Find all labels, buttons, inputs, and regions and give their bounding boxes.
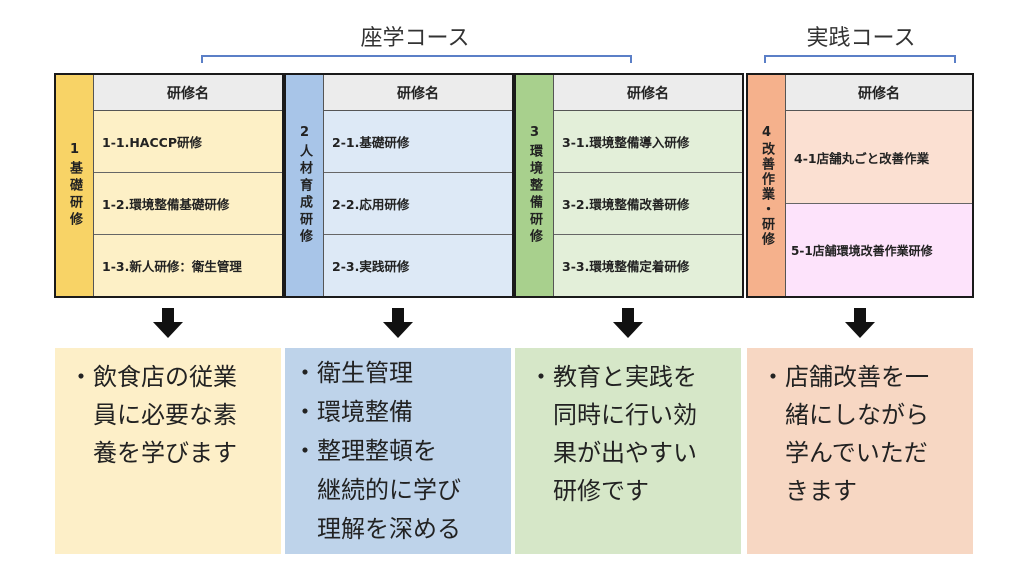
program-1-item-3: 1-3.新人研修：衛生管理 bbox=[102, 259, 242, 274]
program-2-header: 研修名 bbox=[324, 75, 512, 111]
program-table-2: 2人材育成研修 研修名 2-1.基礎研修 2-2.応用研修 2-3.実践研修 bbox=[284, 73, 514, 298]
description-1-line-1: ・飲食店の従業 bbox=[69, 363, 237, 391]
program-1-side-label: 1基礎研修 bbox=[67, 142, 82, 229]
description-box-2: ・衛生管理 ・環境整備 ・整理整頓を 継続的に学び 理解を深める bbox=[285, 348, 511, 554]
program-4-side-label: 4改善作業・研修 bbox=[759, 124, 774, 247]
description-4-line-3: 学んでいただ bbox=[785, 439, 928, 467]
program-table-1: 1基礎研修 研修名 1-1.HACCP研修 1-2.環境整備基礎研修 1-3.新… bbox=[54, 73, 284, 298]
program-2-item-2: 2-2.応用研修 bbox=[324, 173, 512, 235]
description-3-line-1: ・教育と実践を bbox=[529, 363, 697, 391]
program-4-item-1: 4-1店舗丸ごと改善作業 bbox=[786, 111, 972, 204]
description-3-line-4: 研修です bbox=[553, 477, 649, 505]
program-4-header: 研修名 bbox=[786, 75, 972, 111]
down-arrow-icon bbox=[383, 308, 413, 338]
description-4-line-1: ・店舗改善を一 bbox=[761, 363, 929, 391]
practical-course-bracket bbox=[764, 55, 956, 63]
description-box-3: ・教育と実践を 同時に行い効 果が出やすい 研修です bbox=[515, 348, 741, 554]
program-table-4: 4改善作業・研修 研修名 4-1店舗丸ごと改善作業 5-1店舗環境改善作業研修 bbox=[746, 73, 974, 298]
program-2-item-1: 2-1.基礎研修 bbox=[324, 111, 512, 173]
description-2-line-4: 継続的に学び bbox=[317, 476, 461, 504]
program-3-item-1: 3-1.環境整備導入研修 bbox=[554, 111, 742, 173]
program-1-header: 研修名 bbox=[94, 75, 282, 111]
description-2-line-1: ・衛生管理 bbox=[293, 359, 413, 387]
description-2-line-3: ・整理整頓を bbox=[293, 437, 437, 465]
description-2-line-5: 理解を深める bbox=[317, 515, 461, 543]
program-4-side: 4改善作業・研修 bbox=[748, 75, 786, 296]
practical-course-title: 実践コース bbox=[806, 26, 916, 51]
description-4-line-4: きます bbox=[785, 477, 857, 505]
program-1-side: 1基礎研修 bbox=[56, 75, 94, 296]
program-3-item-3: 3-3.環境整備定着研修 bbox=[562, 259, 690, 274]
down-arrow-icon bbox=[845, 308, 875, 338]
program-3-side-label: 3環境整備研修 bbox=[527, 125, 542, 246]
description-box-1: ・飲食店の従業 員に必要な素 養を学びます bbox=[55, 348, 281, 554]
program-1-item-2: 1-2.環境整備基礎研修 bbox=[94, 173, 282, 235]
classroom-course-bracket bbox=[201, 55, 632, 63]
program-3-header: 研修名 bbox=[554, 75, 742, 111]
program-2-item-3: 2-3.実践研修 bbox=[332, 259, 410, 274]
description-4-line-2: 緒にしながら bbox=[785, 401, 929, 429]
description-3-line-2: 同時に行い効 bbox=[553, 401, 697, 429]
program-4-item-2: 5-1店舗環境改善作業研修 bbox=[786, 204, 972, 296]
down-arrow-icon bbox=[613, 308, 643, 338]
description-3-line-3: 果が出やすい bbox=[553, 439, 697, 467]
description-box-4: ・店舗改善を一 緒にしながら 学んでいただ きます bbox=[747, 348, 973, 554]
program-2-side: 2人材育成研修 bbox=[286, 75, 324, 296]
program-3-item-2: 3-2.環境整備改善研修 bbox=[554, 173, 742, 235]
description-1-line-3: 養を学びます bbox=[93, 439, 237, 467]
program-1-item-1: 1-1.HACCP研修 bbox=[94, 111, 282, 173]
program-2-side-label: 2人材育成研修 bbox=[297, 125, 312, 246]
description-1-line-2: 員に必要な素 bbox=[93, 401, 237, 429]
program-3-side: 3環境整備研修 bbox=[516, 75, 554, 296]
down-arrow-icon bbox=[153, 308, 183, 338]
description-2-line-2: ・環境整備 bbox=[293, 398, 413, 426]
classroom-course-title: 座学コース bbox=[360, 26, 470, 51]
program-table-3: 3環境整備研修 研修名 3-1.環境整備導入研修 3-2.環境整備改善研修 3-… bbox=[514, 73, 744, 298]
